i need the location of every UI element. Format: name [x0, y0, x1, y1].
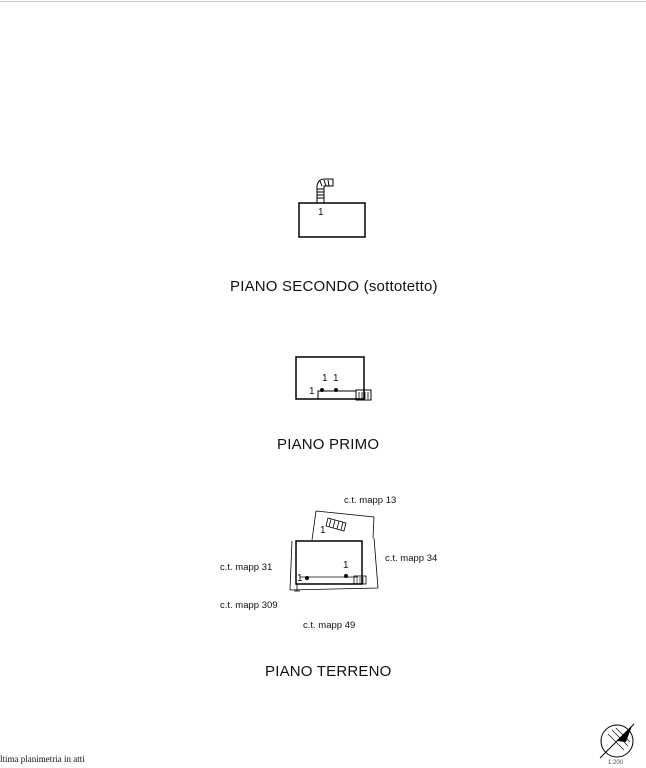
unit-number: 1 [343, 560, 349, 571]
footer-note: ltima planimetria in atti [0, 754, 85, 764]
stair-icon [358, 392, 369, 399]
stair-icon [325, 517, 347, 532]
parcel-label-southwest: c.t. mapp 309 [220, 600, 278, 611]
unit-number: 1 [297, 573, 303, 584]
stair-icon [316, 178, 334, 203]
plan-secondo [298, 178, 366, 238]
north-arrow-icon [599, 723, 635, 759]
plan-title-terreno: PIANO TERRENO [265, 663, 392, 680]
parcel-label-east: c.t. mapp 34 [385, 553, 438, 564]
plan-primo [295, 356, 372, 401]
parcel-label-south: c.t. mapp 49 [303, 620, 356, 631]
plan-title-primo: PIANO PRIMO [277, 436, 380, 453]
parcel-label-north: c.t. mapp 13 [344, 495, 397, 506]
parcel-label-west: c.t. mapp 31 [220, 562, 273, 573]
top-border [0, 1, 646, 2]
unit-number: 1 [322, 373, 328, 384]
unit-number: 1 [320, 525, 326, 536]
scale-text: 1:200 [608, 760, 624, 766]
unit-number: 1 [333, 373, 339, 384]
unit-number: 1 [318, 207, 324, 218]
plan-title-secondo: PIANO SECONDO (sottotetto) [230, 278, 438, 295]
unit-number: 1 [309, 386, 315, 397]
plan-terreno [289, 510, 379, 592]
